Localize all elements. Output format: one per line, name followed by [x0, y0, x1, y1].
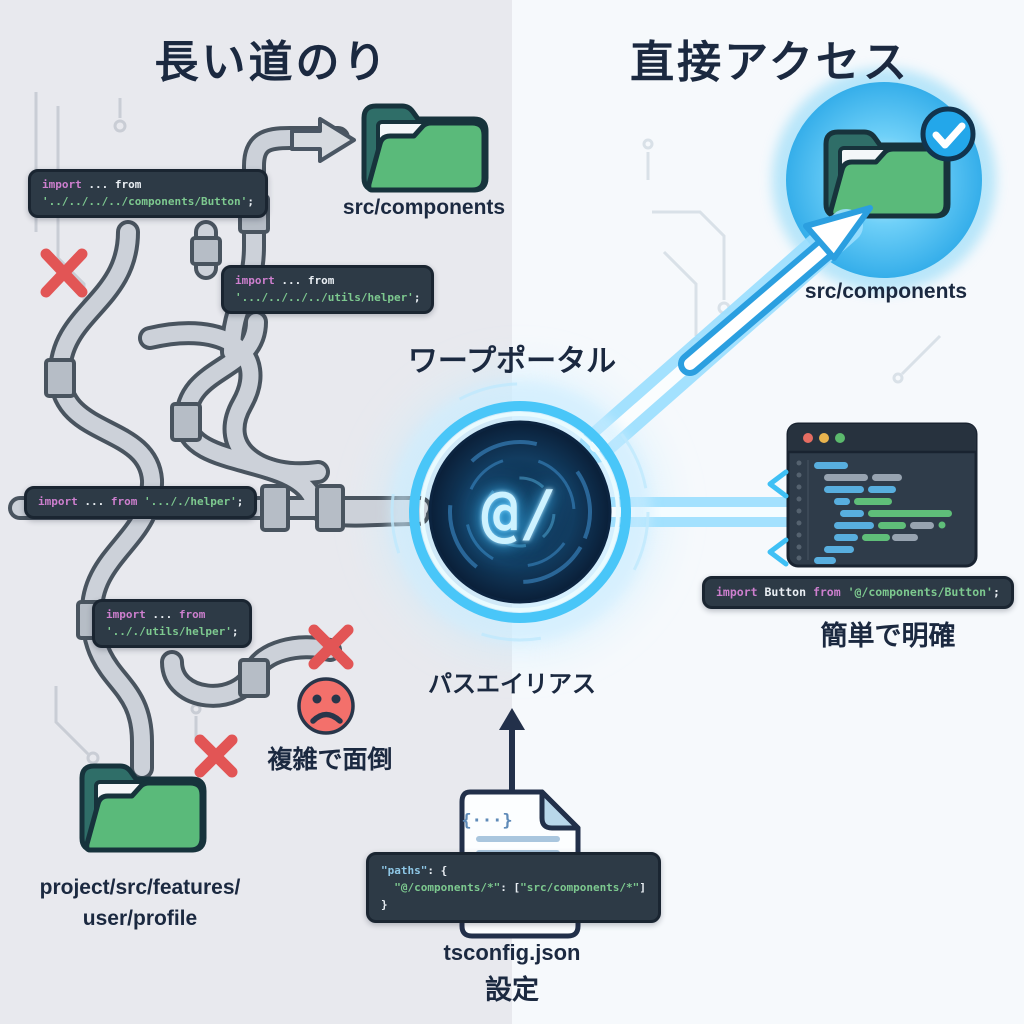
warp-portal-icon: [389, 381, 651, 643]
tsconfig-filename-label: tsconfig.json: [443, 940, 581, 965]
import-box-1: import ... from '../../../../components/…: [28, 169, 268, 218]
complaint-label: 複雑で面倒: [267, 746, 393, 774]
code-keyword: import: [38, 495, 78, 508]
error-x-marks: [40, 248, 354, 778]
folder-bottom-label-line2: user/profile: [82, 907, 198, 930]
code-editor-window: [786, 422, 978, 568]
check-badge-icon: [920, 106, 976, 162]
file-braces-glyph: {···}: [461, 811, 513, 831]
code-keyword: import: [235, 274, 275, 287]
arrow-up-to-alias: [499, 708, 525, 794]
alias-import-box: import Button from '@/components/Button'…: [702, 576, 1014, 610]
import-box-4: import ... from '.././utils/helper';: [92, 599, 253, 648]
warp-portal-label: ワープポータル: [407, 345, 617, 378]
folder-top-label: src/components: [342, 196, 506, 219]
code-string: '.../../../../utils/helper': [235, 290, 414, 304]
folder-deep-path-icon: [82, 766, 204, 850]
code-string: '..././helper': [144, 495, 237, 508]
sparkle-chevrons: [767, 469, 789, 567]
destination-folder-label: src/components: [804, 280, 968, 303]
code-keyword: import: [106, 608, 146, 621]
path-alias-label: パスエイリアス: [428, 671, 596, 698]
circuit-traces: [34, 92, 942, 765]
import-box-3: import ... from '..././helper';: [24, 486, 258, 519]
direct-access-arrow: [678, 205, 873, 376]
settings-label: 設定: [485, 975, 539, 1005]
title-long-road: 長い道のり: [154, 38, 390, 87]
gray-arrow-to-folder: [290, 117, 356, 163]
code-string: '@/components/Button': [847, 585, 993, 599]
code-lines-abstract: [814, 462, 952, 564]
tsconfig-paths-box: "paths": { "@/components/*": ["src/compo…: [366, 852, 661, 924]
alias-pattern: "@/components/*": [394, 881, 501, 895]
portal-alias-symbol: @/: [481, 476, 557, 550]
folder-bottom-label-line1: project/src/features/: [39, 876, 241, 899]
sad-face-icon: [297, 677, 355, 735]
folder-bottom-label: project/src/features/ user/profile: [40, 872, 241, 934]
folder-src-components-icon: [364, 106, 486, 190]
code-keyword: import: [716, 585, 758, 599]
json-key: "paths": [381, 864, 428, 877]
code-string: '../../../../components/Button': [42, 194, 248, 208]
benefit-label: 簡単で明確: [820, 621, 956, 651]
code-string: '.././utils/helper': [106, 624, 232, 638]
code-keyword: import: [42, 178, 82, 191]
title-direct-access: 直接アクセス: [630, 38, 910, 87]
alias-target: "src/components/*": [520, 881, 640, 895]
import-box-2: import ... from '.../../../../utils/help…: [221, 265, 435, 314]
